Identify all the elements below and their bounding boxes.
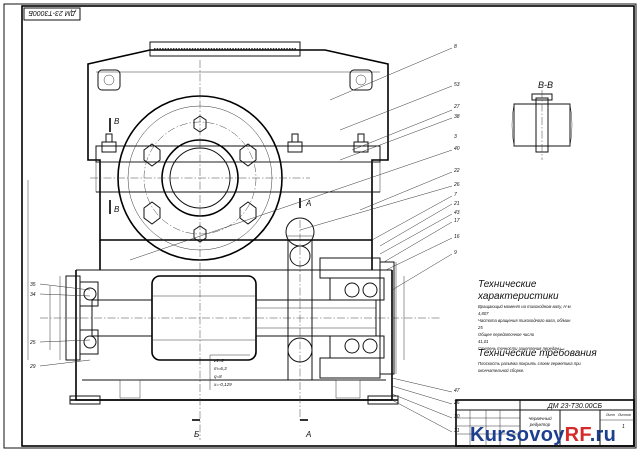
callout-27: 27 <box>453 104 460 110</box>
callout-numbers: 8 53 27 38 22 7 21 43 17 16 9 47 26 30 3… <box>29 44 460 434</box>
callout-8: 8 <box>454 44 457 50</box>
title-stamp-code: ДМ 23-Т30.00СБ <box>547 403 603 410</box>
callout-35: 35 <box>30 282 36 288</box>
section-label: В-В <box>538 80 553 90</box>
worm-wheel-section <box>285 217 315 381</box>
gear-parameters: z1=2 m=6,3 q=8 x=-0,129 <box>209 354 250 390</box>
watermark-logo: KursovoyRF.ru <box>470 424 638 450</box>
breather-cover <box>149 41 301 57</box>
callout-29: 29 <box>29 364 36 370</box>
callout-9: 9 <box>454 250 457 256</box>
callout-7: 7 <box>454 192 457 198</box>
callout-47: 47 <box>454 388 460 394</box>
char-line-4: Общее передаточное число <box>478 332 535 337</box>
callout-40: 40 <box>454 146 460 152</box>
technical-requirements: Технические требования Плоскость разъёма… <box>478 347 597 373</box>
param-m: m=6,3 <box>214 366 227 371</box>
callout-34: 34 <box>30 292 36 298</box>
char-heading-2: характеристики <box>477 291 559 302</box>
sheets-label: Листов <box>617 413 631 417</box>
callout-26b: 26 <box>453 182 460 188</box>
char-line-3: 25 <box>477 325 483 330</box>
callout-53: 53 <box>454 82 460 88</box>
callout-21: 21 <box>453 201 460 207</box>
title-block: ДМ 23-Т30.00СБ Червячный редуктор Лист Л… <box>455 399 635 447</box>
callout-17: 17 <box>454 218 460 224</box>
watermark-text: KursovoyRF.ru <box>470 424 617 446</box>
callout-38: 38 <box>454 114 460 120</box>
callout-25: 25 <box>29 340 36 346</box>
callout-16: 16 <box>454 234 460 240</box>
char-line-6: Степень точности зацепления передачи <box>478 346 561 351</box>
char-line-2: Частота вращения тихоходного вала, об/ми… <box>478 318 571 323</box>
outer-border <box>3 3 637 449</box>
centerlines <box>40 60 440 440</box>
rotated-stamp-code: ДМ 23-Т3000Б <box>28 9 77 16</box>
worm-shaft <box>65 257 395 379</box>
callout-43: 43 <box>454 210 460 216</box>
gearbox-housing <box>69 41 399 405</box>
callout-31: 31 <box>454 428 460 434</box>
req-line-1: окончательной сборке. <box>478 368 524 373</box>
callout-3: 3 <box>454 134 457 140</box>
char-line-5: 41,01 <box>478 339 488 344</box>
char-line-1: 4,807 <box>478 311 489 316</box>
drawing-frame <box>21 5 635 447</box>
cut-a-top: А <box>305 199 311 208</box>
rotated-stamp-box <box>23 7 81 21</box>
callout-22: 22 <box>453 168 460 174</box>
sheets-value: 1 <box>622 424 625 430</box>
callout-30: 30 <box>454 414 460 420</box>
cut-v-bottom: В <box>114 205 120 214</box>
cut-b-bottom: Б <box>194 430 199 439</box>
technical-characteristics: Технические характеристики Вращающий мом… <box>477 279 571 351</box>
param-x: x=-0,129 <box>213 382 232 387</box>
char-heading-1: Технические <box>478 279 537 290</box>
sheet-label: Лист <box>605 413 615 417</box>
req-line-0: Плоскость разъёма покрыть слоем герметик… <box>478 361 581 366</box>
title-name-1: Червячный <box>528 415 552 421</box>
param-q: q=8 <box>214 374 222 379</box>
leader-lines <box>39 47 453 433</box>
title-name-2: редуктор <box>529 422 551 427</box>
cut-a-bottom: А <box>305 430 311 439</box>
param-z: z1=2 <box>213 358 224 363</box>
char-line-0: Вращающий момент на тихоходном валу, Н·м <box>478 304 571 309</box>
section-markers: В В А Б А <box>109 117 311 439</box>
dimension-lines <box>27 180 405 374</box>
req-heading: Технические требования <box>478 347 597 359</box>
cut-v-top: В <box>114 117 120 126</box>
section-view-vv: В-В <box>511 80 573 160</box>
